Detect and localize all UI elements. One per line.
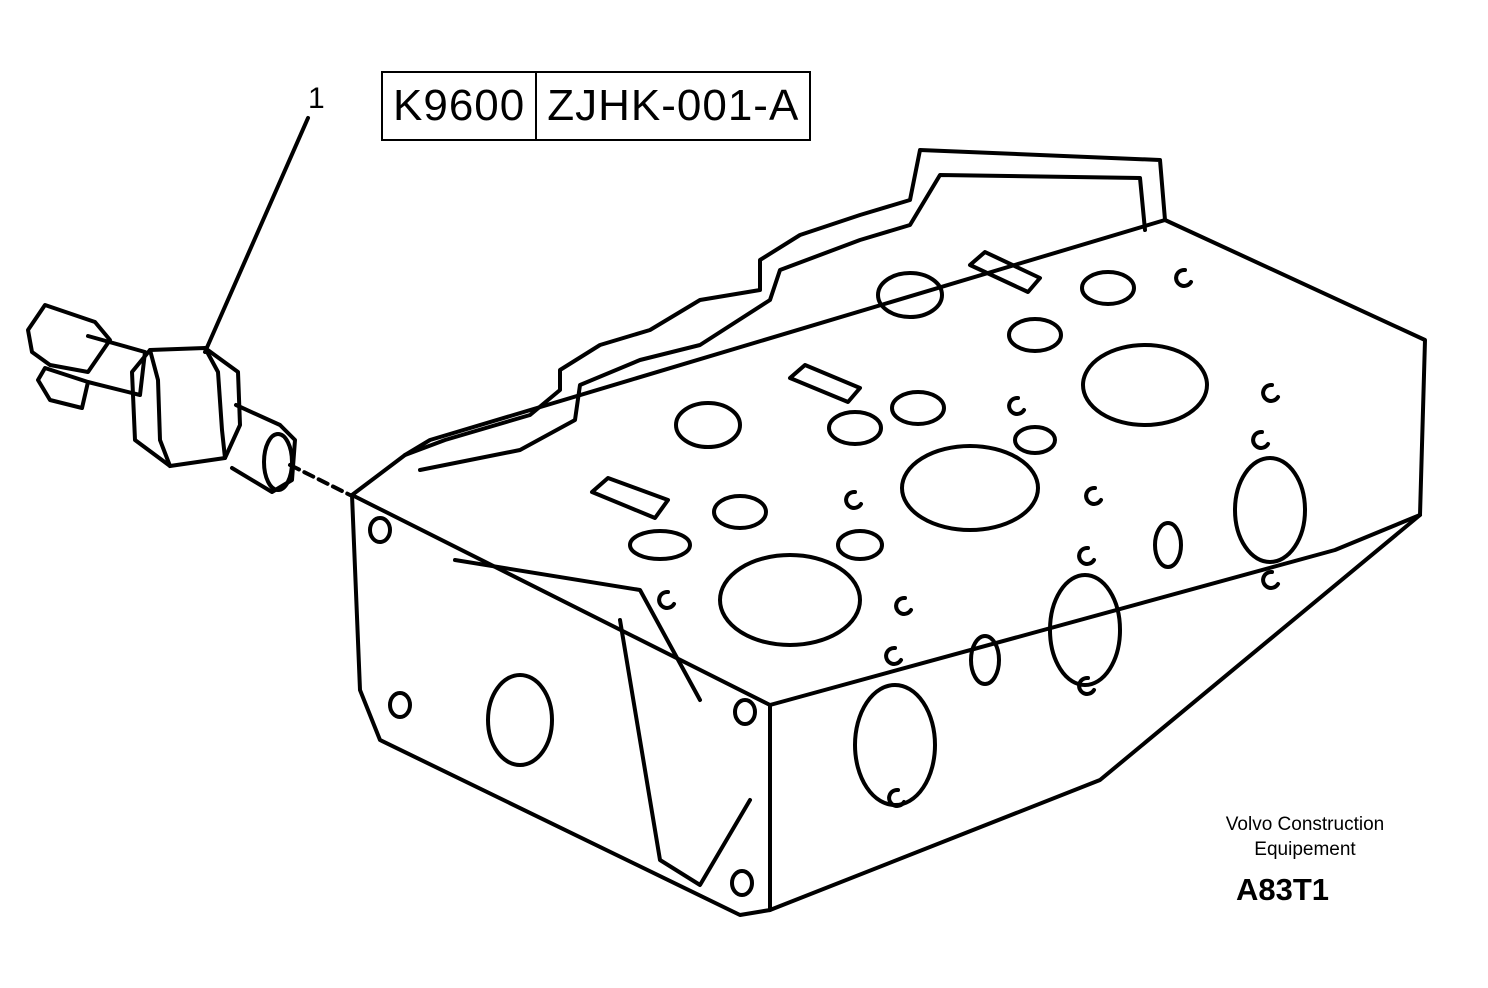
part-reference-box: K9600 ZJHK-001-A [381, 71, 812, 141]
model-code: K9600 [393, 81, 526, 130]
company-line-2: Equipement [1254, 839, 1356, 860]
sensor-part [26, 303, 297, 494]
drawing-reference: ZJHK-001-A [535, 73, 809, 139]
callout-leader [203, 116, 310, 354]
assembly-line [288, 463, 352, 497]
callout-number: 1 [308, 82, 325, 115]
cylinder-head [350, 148, 1427, 917]
company-credit: Volvo Construction Equipement [1190, 812, 1420, 862]
company-line-1: Volvo Construction [1225, 814, 1385, 835]
figure-code: A83T1 [1236, 872, 1330, 907]
